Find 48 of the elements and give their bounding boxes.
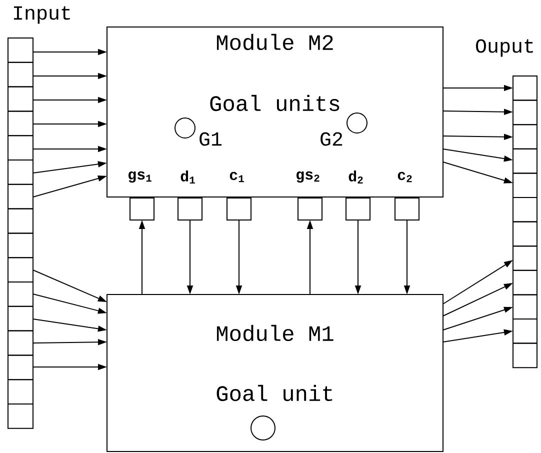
unit-cell	[512, 124, 538, 150]
unit-cell	[512, 197, 538, 222]
unit-cell	[8, 86, 34, 112]
unit-cell	[8, 379, 34, 404]
unit-cell	[512, 100, 538, 126]
unit-cell	[512, 221, 538, 247]
unit-cell	[512, 270, 538, 296]
port-label: gs$_{1}$	[128, 171, 152, 183]
unit-cell	[8, 282, 34, 307]
port-box	[226, 198, 252, 220]
port-label: d$_{1}$	[180, 170, 195, 184]
goal-unit-circle	[174, 118, 196, 138]
port-box	[298, 198, 322, 220]
port-label: gs$_{2}$	[296, 171, 320, 183]
unit-cell	[512, 342, 538, 368]
port-box	[178, 198, 202, 220]
unit-cell	[8, 62, 34, 88]
unit-cell	[8, 184, 34, 210]
goal-unit-circle	[250, 416, 276, 440]
column-label: Input	[14, 6, 70, 24]
unit-cell	[8, 38, 34, 63]
port-box	[346, 198, 370, 220]
unit-cell	[8, 306, 34, 332]
port-label: c$_{1}$	[230, 172, 244, 182]
port-box	[394, 198, 420, 220]
unit-cell	[8, 160, 34, 185]
unit-cell	[8, 232, 34, 258]
unit-cell	[512, 76, 538, 101]
port-box	[130, 198, 154, 220]
unit-cell	[8, 404, 34, 429]
unit-cell	[8, 110, 34, 136]
unit-label: G2	[320, 132, 342, 146]
column-label: Ouput	[476, 39, 533, 57]
unit-cell	[8, 330, 34, 356]
port-label: c$_{2}$	[398, 172, 412, 182]
unit-cell	[512, 294, 538, 320]
unit-cell	[512, 246, 538, 271]
goal-unit-circle	[346, 112, 368, 134]
unit-cell	[8, 208, 34, 234]
unit-label: G1	[200, 132, 222, 146]
module-box: Module M1 Goal unit	[106, 294, 444, 452]
unit-cell	[8, 135, 34, 160]
unit-cell	[8, 257, 34, 282]
unit-cell	[8, 354, 34, 380]
unit-cell	[512, 172, 538, 198]
unit-cell	[512, 148, 538, 174]
unit-cell	[512, 318, 538, 344]
port-label: d$_{2}$	[348, 170, 363, 184]
